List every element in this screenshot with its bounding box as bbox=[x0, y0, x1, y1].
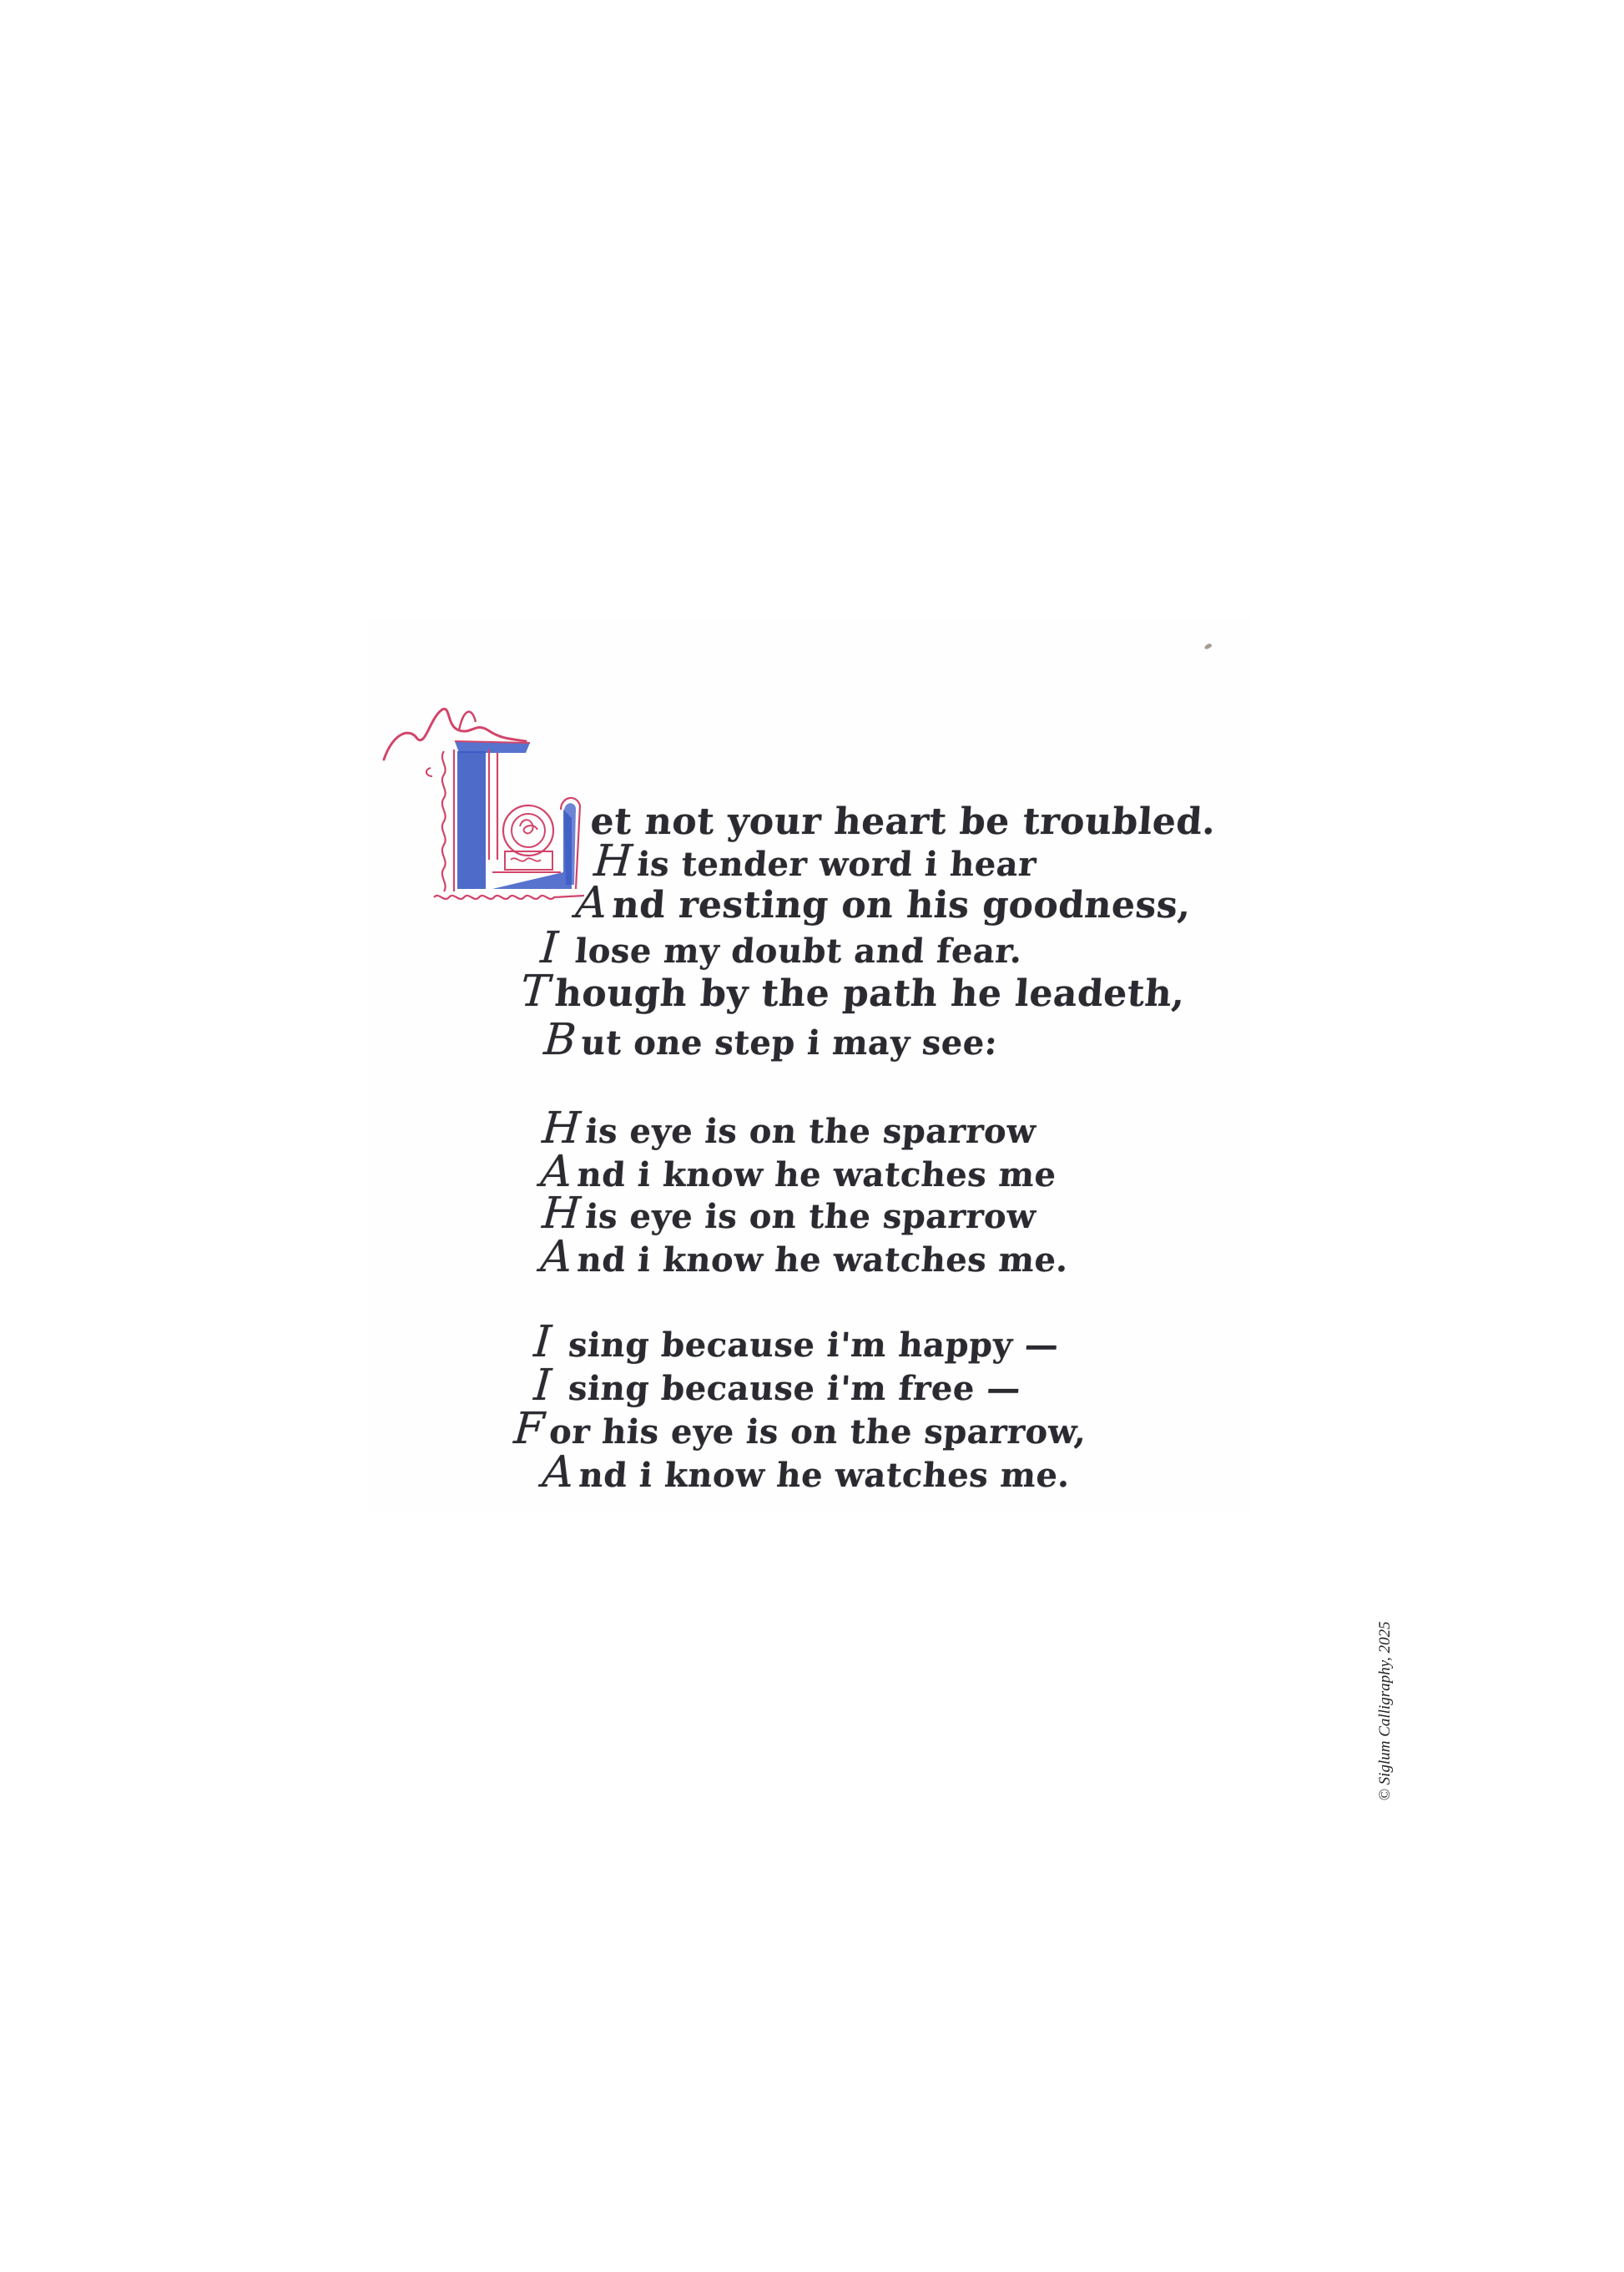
copyright-notice: © Siglum Calligraphy, 2025 bbox=[1376, 1621, 1394, 1801]
poem-line: His eye is on the sparrow bbox=[540, 1103, 1037, 1154]
poem-line: I sing because i'm free — bbox=[532, 1361, 1022, 1411]
poem-line: But one step i may see: bbox=[542, 1015, 999, 1065]
poem-line: And resting on his goodness, bbox=[573, 878, 1193, 928]
poem-line: For his eye is on the sparrow, bbox=[512, 1404, 1088, 1454]
poem-line: And i know he watches me. bbox=[540, 1447, 1072, 1497]
poem-line: And i know he watches me. bbox=[538, 1232, 1070, 1282]
illuminated-initial-l bbox=[367, 693, 585, 910]
poem-line: I lose my doubt and fear. bbox=[538, 923, 1024, 973]
poem-line: I sing because i'm happy — bbox=[532, 1317, 1061, 1367]
poem-line: His eye is on the sparrow bbox=[540, 1189, 1037, 1239]
paper-sheet bbox=[367, 618, 1252, 1511]
poem-line: Though by the path he leadeth, bbox=[518, 967, 1187, 1017]
